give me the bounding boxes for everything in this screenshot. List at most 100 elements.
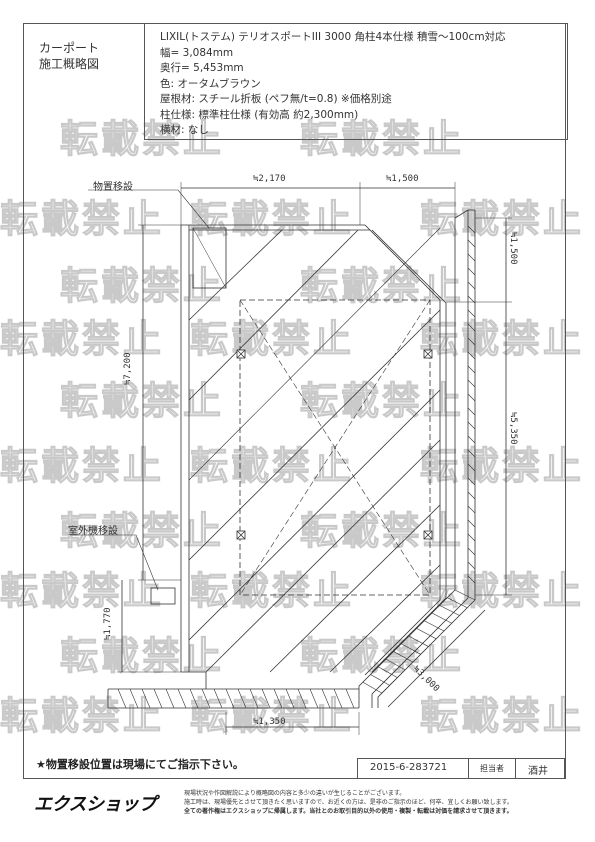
block-joint <box>408 635 429 647</box>
watermark-text: 転載禁止 <box>0 569 165 614</box>
block-joint <box>273 688 283 709</box>
block-joint <box>117 688 127 709</box>
watermark-text: 転載禁止 <box>420 317 585 362</box>
disclaimer-line: 施工時は、現場優先とさせて頂きたく思いますので、お近くの方は、是非のご指示のほど… <box>184 799 513 806</box>
spec-line: 横材: なし <box>160 124 209 136</box>
block-joint <box>321 688 331 709</box>
spec-line: 色: オータムブラウン <box>160 77 261 90</box>
dim-top-right: ≒1,500 <box>386 174 419 184</box>
block-joint <box>467 435 476 444</box>
block-joint <box>431 612 452 624</box>
post-bottom-right <box>423 530 433 540</box>
watermark-text: 転載禁止 <box>420 569 585 614</box>
block-joint <box>467 281 476 290</box>
dim-bottom-left: ≒1,350 <box>253 717 286 727</box>
leader-move-unit <box>70 534 159 591</box>
block-joint <box>467 351 476 360</box>
block-joint <box>467 407 476 416</box>
block-joint <box>467 253 476 262</box>
person-label: 担当者 <box>480 764 504 773</box>
watermark-text: 転載禁止 <box>300 509 465 554</box>
block-joint <box>401 643 421 655</box>
block-joint <box>333 688 343 709</box>
block-joint <box>467 449 476 458</box>
block-joint <box>467 337 476 346</box>
block-joint <box>189 688 199 709</box>
block-joint <box>225 688 235 709</box>
block-joint <box>370 674 390 686</box>
label-move-outdoor-unit: 室外機移設 <box>68 526 118 537</box>
block-joint <box>467 239 476 248</box>
block-joint <box>362 681 383 694</box>
block-joint <box>237 688 247 709</box>
spec-lines: LIXIL(トステム) テリオスポートIII 3000 角柱4本仕様 積雪～10… <box>160 30 506 139</box>
watermark-text: 転載禁止 <box>190 197 355 242</box>
block-joint <box>165 688 175 709</box>
page-subtitle: 施工概略図 <box>39 57 100 71</box>
spec-line: 幅= 3,084mm <box>160 46 234 59</box>
watermark-text: 転載禁止 <box>0 317 165 362</box>
block-joint <box>285 688 295 709</box>
block-joint <box>467 561 476 570</box>
spec-box <box>144 23 568 140</box>
block-joint <box>201 688 211 709</box>
block-joint <box>345 688 355 709</box>
disclaimer-line: 現場状況や作図解説により概略図の内容と多少の違いが生じることがございます。 <box>184 790 406 797</box>
watermark-text: 転載禁止 <box>0 197 165 242</box>
label-move-item: 物置移設 <box>93 182 133 193</box>
watermark-text: 転載禁止 <box>190 444 355 489</box>
disclaimer-line: 全ての著作権はエクスショップに帰属します。当社とのお取引目的以外の使用・複製・転… <box>184 808 513 815</box>
block-joint <box>467 267 476 276</box>
dim-top-left: ≒2,170 <box>253 174 286 184</box>
watermark-text: 転載禁止 <box>190 317 355 362</box>
block-joint <box>467 295 476 304</box>
block-joint <box>467 225 476 234</box>
block-joint <box>467 547 476 556</box>
block-joint <box>467 575 476 584</box>
block-joint <box>141 688 151 709</box>
block-joint <box>213 688 223 709</box>
storage-shed <box>192 227 227 289</box>
watermark-text: 転載禁止 <box>190 694 355 739</box>
block-joint <box>467 519 476 528</box>
block-joint <box>447 597 468 609</box>
block-joint <box>385 658 406 671</box>
dim-right-height: ≒5,350 <box>508 412 518 445</box>
page-title: カーポート <box>39 41 100 55</box>
block-joint <box>467 365 476 374</box>
doc-info-box: 2015-6-283721 担当者 酒井 <box>357 758 565 779</box>
spec-line: LIXIL(トステム) テリオスポートIII 3000 角柱4本仕様 積雪～10… <box>160 31 506 43</box>
block-joint <box>177 688 187 709</box>
watermark-text: 転載禁止 <box>190 569 355 614</box>
block-joint <box>309 688 319 709</box>
block-joint <box>467 477 476 486</box>
watermark-text: 転載禁止 <box>0 694 165 739</box>
carport-roof <box>239 299 431 596</box>
block-joint <box>424 620 445 632</box>
block-joint <box>439 605 460 616</box>
block-joint <box>467 491 476 500</box>
block-joint <box>378 666 398 678</box>
company-logo: エクスショップ <box>34 794 156 815</box>
block-joint <box>454 589 476 601</box>
watermark-text: 転載禁止 <box>0 444 165 489</box>
spec-line: 奥行= 5,453mm <box>160 62 244 74</box>
watermark-text: 転載禁止 <box>420 197 585 242</box>
block-joint <box>297 688 307 709</box>
post-bottom-left <box>236 530 246 540</box>
watermark-text: 転載禁止 <box>420 694 585 739</box>
block-joint <box>467 505 476 514</box>
dim-left-height: ≒7,200 <box>123 352 133 385</box>
watermark-text: 転載禁止 <box>60 509 225 554</box>
watermark-text: 転載禁止 <box>60 379 225 424</box>
disclaimer: 現場状況や作図解説により概略図の内容と多少の違いが生じることがございます。施工時… <box>184 789 513 816</box>
block-joint <box>249 688 259 709</box>
dim-left-bottom: ≒1,770 <box>103 607 113 640</box>
outdoor-unit <box>150 587 176 605</box>
right-wing-wall <box>364 224 441 676</box>
post-top-right <box>423 349 433 359</box>
block-joint <box>261 688 271 709</box>
watermark-text: 転載禁止 <box>300 379 465 424</box>
block-joint <box>129 688 139 709</box>
